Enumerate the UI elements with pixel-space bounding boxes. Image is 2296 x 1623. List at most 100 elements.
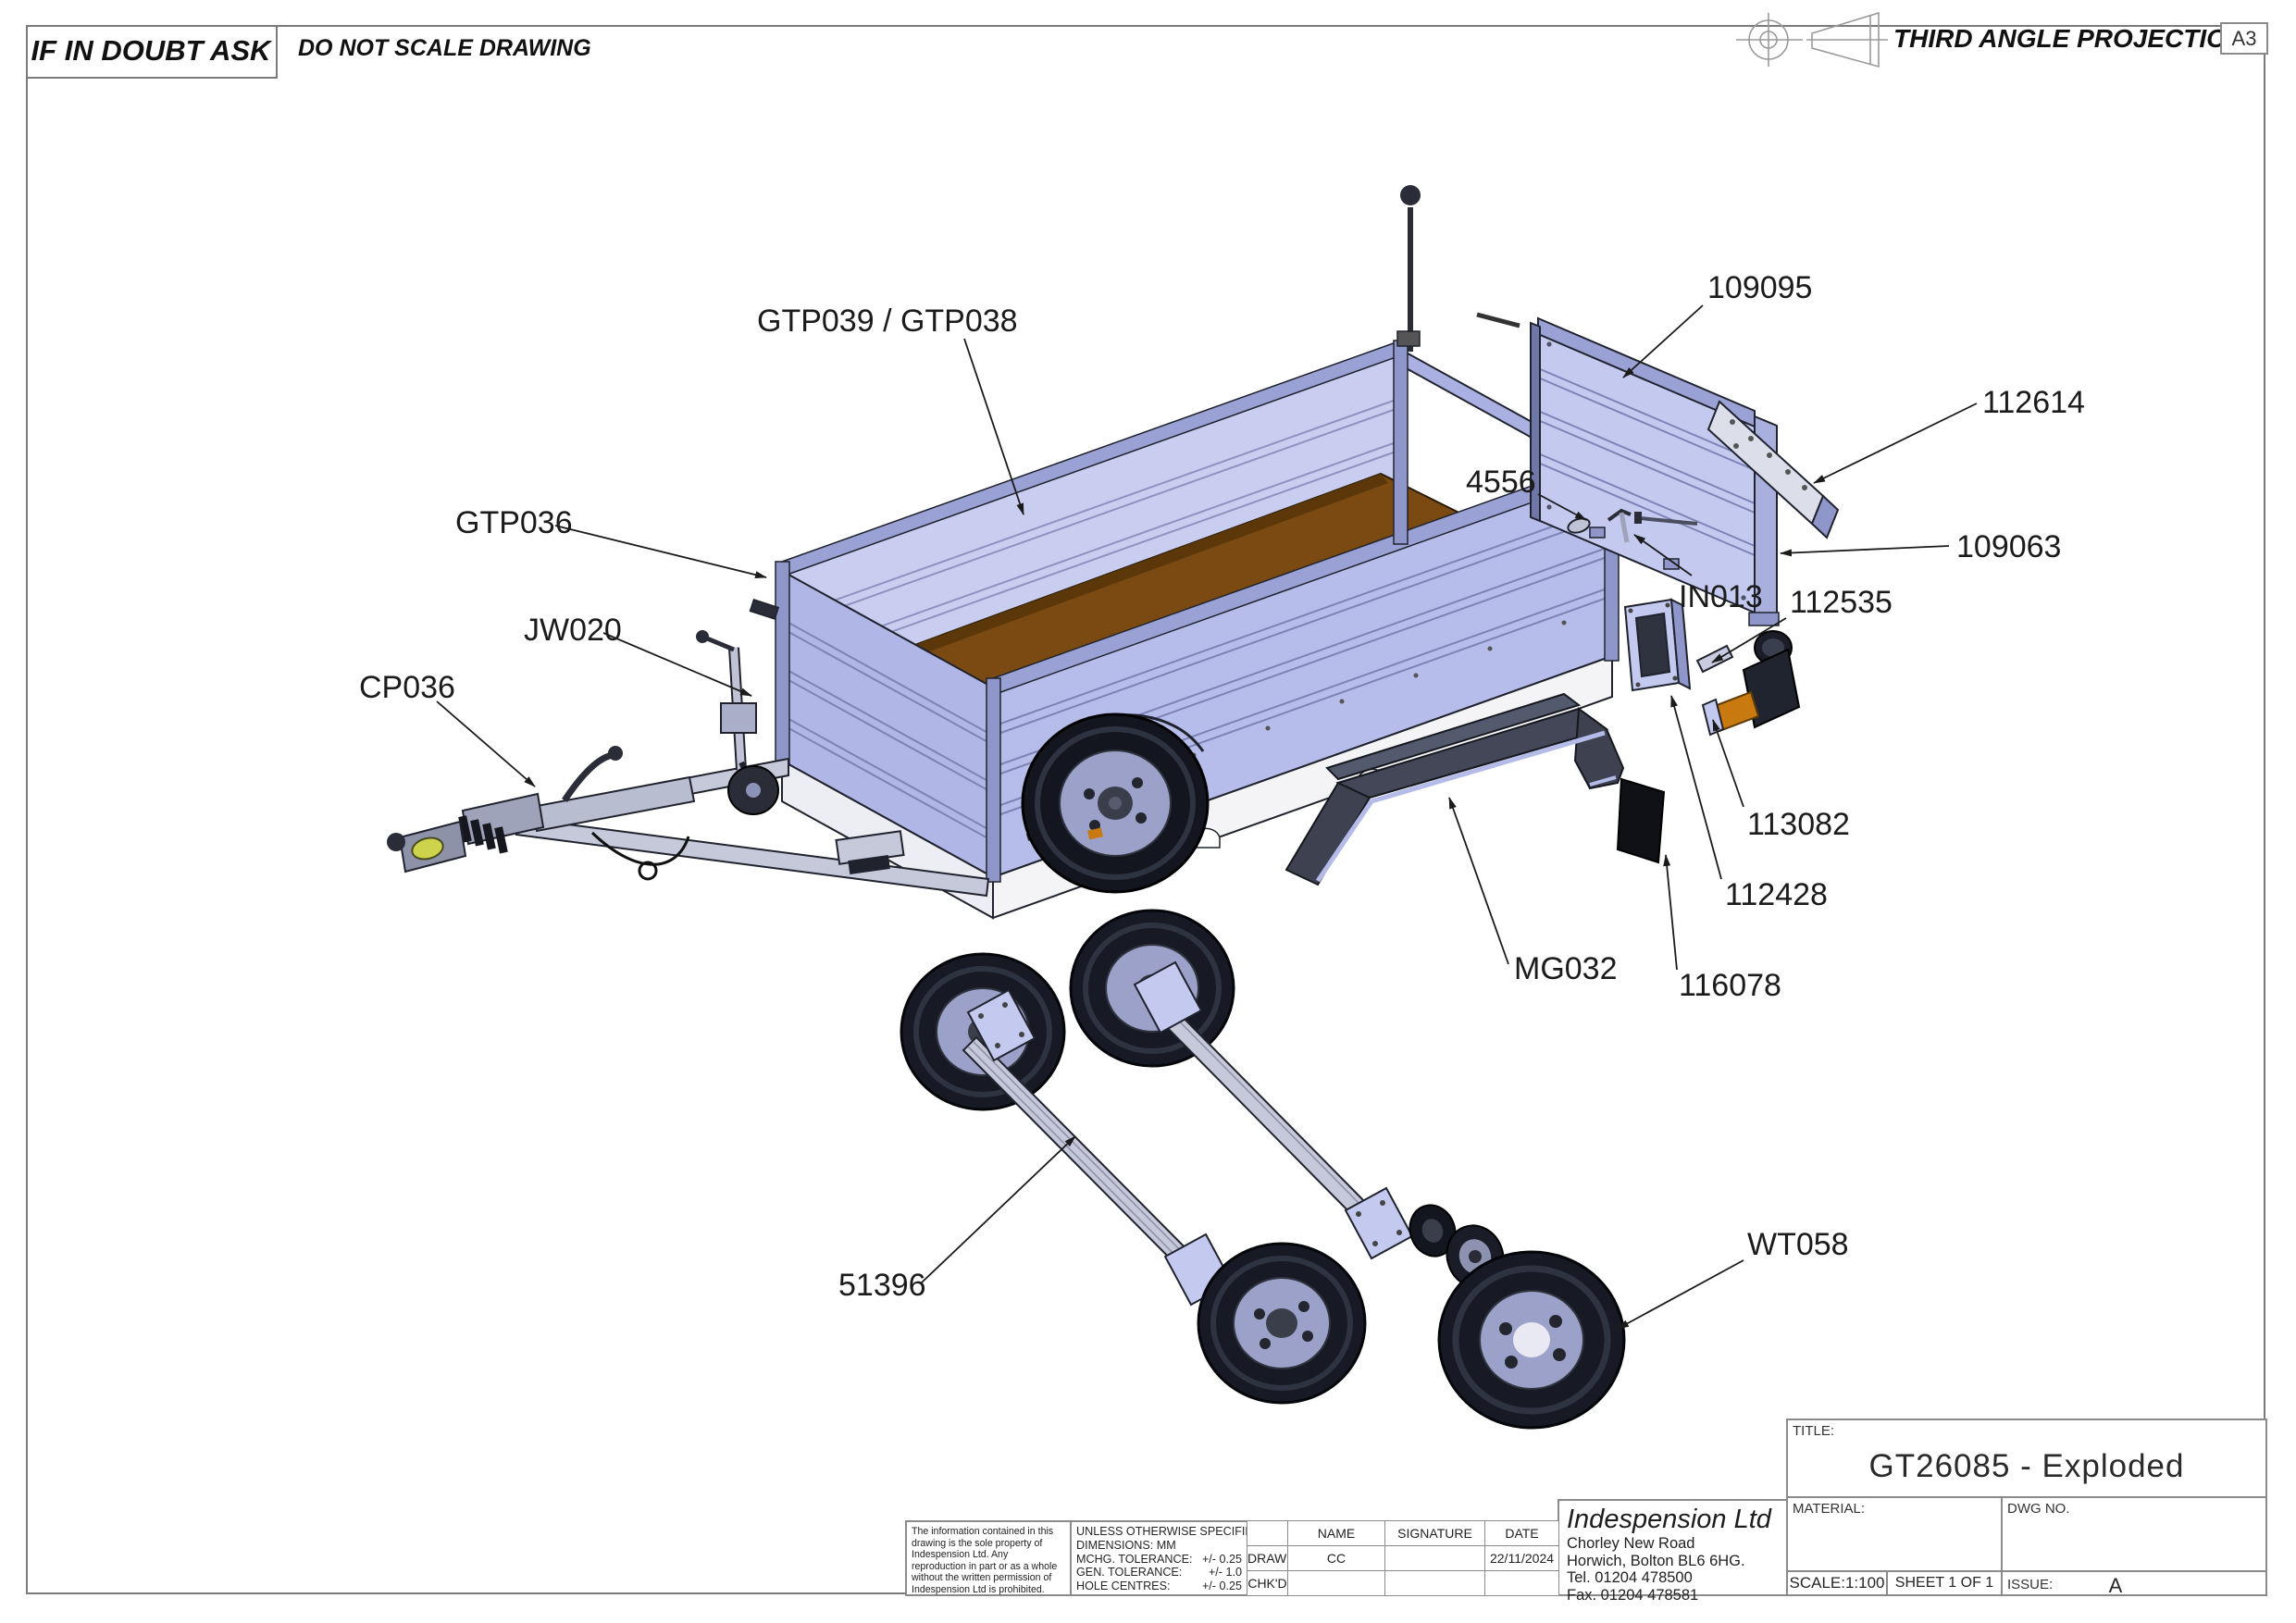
title-label: TITLE: [1793,1423,1835,1439]
company-address-line: Chorley New Road [1567,1535,1695,1552]
approval-row: CHK'D [1247,1570,1559,1596]
tolerance-value: +/- 1.0 [1208,1566,1242,1580]
jockey-wheel [696,630,779,815]
trailer-wheel [1021,712,1210,894]
part-label-mg032: MG032 [1514,951,1618,986]
sheet-box: SHEET 1 OF 1 [1886,1570,2003,1596]
part-label-112535: 112535 [1790,585,1893,620]
lamp-unit [1701,630,1801,737]
approval-name: CC [1287,1545,1385,1571]
issue-label: ISSUE: [2007,1577,2054,1592]
leader-gtp039-gtp038 [963,338,1024,515]
scale-box: SCALE:1:100 [1786,1570,1888,1596]
tolerance-row: HOLE CENTRES: +/- 0.25 [1076,1580,1242,1593]
wheel-front-right [1197,1242,1367,1405]
part-label-in013: IN013 [1679,579,1763,614]
approval-role: CHK'D [1247,1570,1288,1596]
sheet-size-box: A3 [2220,22,2268,55]
approval-signature [1384,1570,1485,1596]
light-board [1706,400,1840,539]
sheet-size-text: A3 [2231,26,2257,50]
approval-date: 22/11/2024 [1484,1545,1559,1571]
title-box: TITLE: GT26085 - Exploded [1786,1419,2267,1498]
part-label-4556: 4556 [1466,465,1536,500]
if-in-doubt-box: IF IN DOUBT ASK [26,25,278,79]
leader-4556 [1537,493,1587,521]
hinge-pins [1567,508,1698,543]
issue-box: ISSUE: A [2001,1570,2267,1597]
tolerance-block: UNLESS OTHERWISE SPECIFIED:DIMENSIONS: M… [1070,1520,1265,1596]
leader-51396 [921,1135,1076,1283]
part-label-gtp036: GTP036 [455,505,573,540]
if-in-doubt-text: IF IN DOUBT ASK [31,34,271,67]
part-label-cp036: CP036 [359,670,455,705]
part-label-gtp039-gtp038: GTP039 / GTP038 [757,304,1018,339]
tolerance-label: GEN. TOLERANCE: [1076,1566,1183,1580]
leader-in013 [1633,534,1693,576]
approval-name [1287,1570,1385,1596]
leader-109095 [1622,304,1704,378]
dwg-no-label: DWG NO. [2007,1501,2070,1517]
leader-112428 [1670,695,1722,880]
lamp-bracket-strip [1695,644,1734,674]
approval-col-header: SIGNATURE [1384,1520,1485,1546]
tolerance-row: MCHG. TOLERANCE: +/- 0.25 [1076,1553,1242,1567]
part-label-109063: 109063 [1956,529,2061,564]
tailboard-panel [1530,316,1756,614]
part-label-51396: 51396 [838,1268,926,1303]
do-not-scale-text: DO NOT SCALE DRAWING [298,35,591,61]
material-box: MATERIAL: [1786,1496,2003,1572]
part-label-116078: 116078 [1679,968,1781,1003]
leader-jw020 [602,632,752,697]
drawing-title: GT26085 - Exploded [1868,1448,2185,1484]
tolerance-value: +/- 0.25 [1201,1552,1242,1566]
third-angle-projection-icon [1736,11,1888,68]
disclaimer-box: The information contained in this drawin… [905,1520,1072,1596]
part-label-113082: 113082 [1747,807,1850,842]
approval-role: DRAWN [1247,1545,1288,1571]
tolerance-label: MCHG. TOLERANCE: [1076,1552,1193,1566]
approval-date [1484,1570,1559,1596]
leader-109063 [1780,545,1950,557]
third-angle-text: THIRD ANGLE PROJECTION [1893,24,2246,53]
mudflap [1616,777,1666,864]
leader-cp036 [436,700,536,787]
tolerance-row: GEN. TOLERANCE: +/- 1.0 [1076,1566,1242,1580]
approval-col-header: DATE [1484,1520,1559,1546]
mudguard [1285,692,1666,886]
leader-116078 [1663,854,1678,971]
lamp-bracket [1623,598,1692,692]
leader-112614 [1813,403,1978,484]
tolerance-row: DIMENSIONS: MM [1076,1539,1242,1553]
issue-value: A [2108,1574,2123,1597]
part-label-wt058: WT058 [1747,1227,1849,1262]
company-address-line: Fax. 01204 478581 [1567,1586,1699,1604]
part-label-112614: 112614 [1982,385,2085,420]
material-label: MATERIAL: [1793,1501,1866,1517]
part-label-jw020: JW020 [524,613,622,648]
company-address-line: Horwich, Bolton BL6 6HG. [1567,1552,1745,1569]
approval-col-header: NAME [1287,1520,1385,1546]
dwg-no-box: DWG NO. [2001,1496,2267,1572]
leader-113082 [1712,719,1744,808]
part-label-112428: 112428 [1725,877,1828,912]
leader-112535 [1711,617,1787,663]
wheel-rear-right [1437,1250,1626,1430]
company-name: Indespension Ltd [1567,1505,1771,1534]
tolerance-heading: UNLESS OTHERWISE SPECIFIED: [1076,1525,1265,1538]
scale-value: SCALE:1:100 [1789,1574,1885,1592]
company-address-line: Tel. 01204 478500 [1567,1569,1693,1586]
leader-gtp036 [554,525,767,579]
approval-col-header [1247,1520,1288,1546]
part-label-109095: 109095 [1707,270,1812,305]
leader-wt058 [1617,1259,1744,1330]
sheet-value: SHEET 1 OF 1 [1894,1575,1994,1591]
tolerance-label: HOLE CENTRES: [1076,1580,1171,1593]
axle-rear [1133,960,1505,1289]
approval-row: DRAWNCC 22/11/2024 [1247,1545,1559,1571]
tolerance-value: +/- 0.25 [1201,1580,1242,1593]
